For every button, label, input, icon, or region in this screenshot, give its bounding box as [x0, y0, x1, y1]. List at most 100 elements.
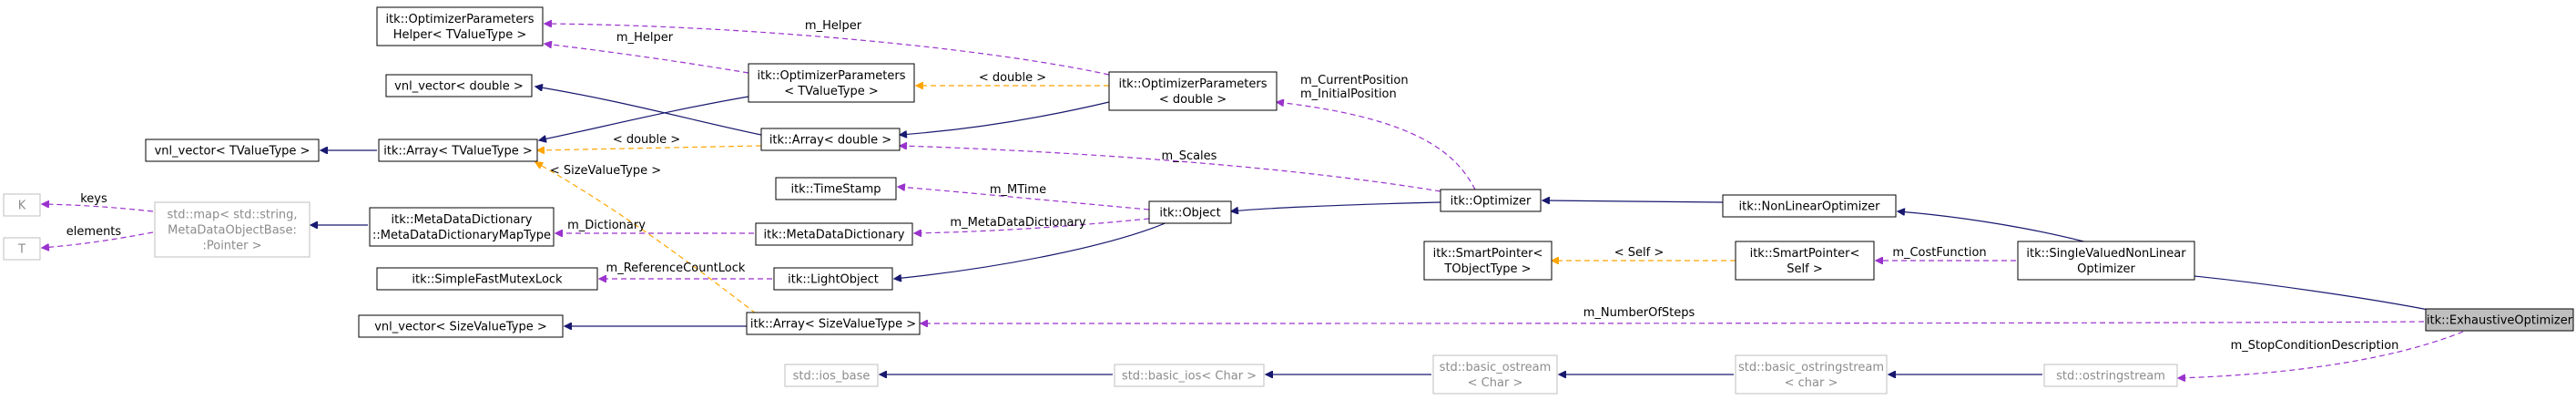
node-label-line: < double >: [1159, 93, 1227, 107]
edge-singlevalued-to-nonlinear: [1898, 211, 2095, 245]
node-label-line: itk::TimeStamp: [790, 183, 881, 197]
node-label-line: itk::Object: [1159, 207, 1220, 221]
node-label-line: Optimizer: [2077, 262, 2135, 276]
node-std-basic-ostream[interactable]: std::basic_ostream< Char >: [1432, 354, 1558, 395]
edge-object-to-lightobject: [894, 221, 1168, 279]
node-label-line: std::ostringstream: [2056, 370, 2165, 384]
node-smartpointer-tobjecttype[interactable]: itk::SmartPointer<TObjectType >: [1423, 241, 1553, 281]
node-label-line: < TValueType >: [784, 85, 879, 98]
edge-line: [898, 187, 1150, 210]
node-metadatadictionary[interactable]: itk::MetaDataDictionary: [755, 222, 913, 246]
node-label-line: Helper< TValueType >: [393, 28, 527, 42]
node-label-line: itk::OptimizerParameters: [385, 13, 534, 26]
edge-line: [900, 146, 1441, 192]
node-nonlinear-optimizer[interactable]: itk::NonLinearOptimizer: [1722, 194, 1897, 218]
node-vnl-vector-tvalue[interactable]: vnl_vector< TValueType >: [145, 138, 320, 162]
node-label-line: MetaDataObjectBase:: [168, 224, 297, 238]
node-label-line: vnl_vector< TValueType >: [155, 145, 311, 159]
node-label-line: std::ios_base: [793, 370, 871, 384]
edge-line: [545, 44, 749, 74]
edge-label: m_NumberOfSteps: [1583, 306, 1695, 320]
edge-line: [914, 218, 1150, 233]
node-timestamp[interactable]: itk::TimeStamp: [775, 177, 897, 200]
node-std-basic-ostringstream[interactable]: std::basic_ostringstream< char >: [1735, 354, 1888, 395]
node-label-line: std::basic_ostringstream: [1738, 361, 1884, 374]
node-array-sizevaluetype[interactable]: itk::Array< SizeValueType >: [746, 312, 921, 335]
edge-line: [42, 231, 154, 248]
node-label-line: itk::Optimizer: [1451, 195, 1532, 209]
node-exhaustive-optimizer[interactable]: itk::ExhaustiveOptimizer: [2425, 308, 2574, 332]
node-smartpointer-self[interactable]: itk::SmartPointer<Self >: [1735, 241, 1875, 281]
node-vnl-vector-double[interactable]: vnl_vector< double >: [385, 74, 533, 97]
edge-nonlinear-to-optimizer: [1543, 200, 1724, 202]
node-std-ios-base[interactable]: std::ios_base: [784, 364, 879, 387]
node-optimizer-parameters-tvalue[interactable]: itk::OptimizerParameters< TValueType >: [748, 63, 915, 103]
edge-object-to-mdd: m_MetaDataDictionary: [914, 216, 1150, 233]
node-std-basic-ios[interactable]: std::basic_ios< Char >: [1114, 364, 1265, 387]
node-lightobject[interactable]: itk::LightObject: [773, 267, 893, 291]
edge-mdd-to-mdd-maptype: m_Dictionary: [555, 219, 754, 233]
edge-optparams-t-to-optparams-d: < double >: [916, 71, 1109, 86]
node-label-line: itk::MetaDataDictionary: [764, 229, 905, 242]
edge-label: < double >: [979, 71, 1046, 85]
edge-optparams-t-to-array-tvalue: [539, 96, 749, 140]
node-label-line: :Pointer >: [202, 240, 261, 253]
node-T[interactable]: T: [3, 237, 41, 261]
node-label-line: itk::ExhaustiveOptimizer: [2427, 314, 2573, 328]
edge-array-double-to-array-tvalue-template: < double >: [537, 133, 762, 150]
node-metadatadictionary-maptype[interactable]: itk::MetaDataDictionary::MetaDataDiction…: [369, 207, 555, 247]
node-label-line: ::MetaDataDictionaryMapType: [372, 229, 551, 242]
edge-line: [545, 24, 1110, 76]
node-label-line: < Char >: [1468, 376, 1523, 390]
node-label-line: std::basic_ios< Char >: [1122, 370, 1257, 384]
node-array-double[interactable]: itk::Array< double >: [760, 128, 901, 151]
node-label-line: itk::Array< double >: [769, 134, 891, 148]
node-vnl-vector-sizevaluetype[interactable]: vnl_vector< SizeValueType >: [358, 314, 564, 338]
edge-object-to-timestamp: m_MTime: [898, 183, 1150, 210]
node-K[interactable]: K: [3, 193, 41, 217]
edge-line: [1898, 211, 2095, 245]
edge-singlevalued-to-smartptr-self: m_CostFunction: [1876, 246, 2016, 261]
node-std-map[interactable]: std::map< std::string,MetaDataObjectBase…: [154, 201, 311, 258]
edge-exhaustive-to-singlevalued: [2185, 275, 2452, 315]
edge-label: < double >: [613, 133, 680, 147]
edge-line: [1231, 201, 1441, 211]
node-label-line: TObjectType >: [1443, 262, 1531, 276]
node-label-line: itk::Array< SizeValueType >: [750, 318, 916, 332]
edge-array-double-to-vnl-double: [535, 87, 762, 136]
edge-line: [2185, 275, 2452, 315]
edge-stdmap-to-T: elements: [42, 225, 154, 248]
edge-line: [539, 96, 749, 140]
edge-stdmap-to-K: keys: [42, 192, 154, 212]
edge-optparams-to-helper: m_Helper: [545, 19, 1110, 76]
edge-optimizer-to-object: [1231, 201, 1441, 211]
edge-exhaustive-to-array-size: m_NumberOfSteps: [921, 306, 2425, 323]
node-optimizer-parameters-double[interactable]: itk::OptimizerParameters< double >: [1108, 71, 1278, 111]
edge-label: m_ReferenceCountLock: [606, 262, 746, 275]
node-label-line: itk::MetaDataDictionary: [392, 213, 533, 227]
edge-label: elements: [66, 225, 122, 239]
node-std-ostringstream[interactable]: std::ostringstream: [2043, 364, 2178, 387]
node-label-line: itk::SmartPointer<: [1433, 247, 1543, 261]
node-label-line: vnl_vector< SizeValueType >: [374, 321, 547, 334]
node-optimizer[interactable]: itk::Optimizer: [1440, 189, 1542, 212]
node-label-line: itk::SingleValuedNonLinear: [2026, 247, 2186, 261]
edge-label: keys: [80, 192, 107, 206]
node-simple-fast-mutex-lock[interactable]: itk::SimpleFastMutexLock: [376, 267, 598, 291]
node-label-line: < char >: [1785, 376, 1838, 390]
edge-line: [1543, 200, 1724, 202]
node-array-tvalue[interactable]: itk::Array< TValueType >: [378, 138, 538, 162]
node-label-line: itk::SmartPointer<: [1750, 247, 1860, 261]
node-label-line: itk::Array< TValueType >: [383, 145, 533, 159]
node-label-line: itk::LightObject: [788, 273, 879, 287]
node-object[interactable]: itk::Object: [1148, 200, 1232, 224]
edge-label: m_Helper: [616, 31, 674, 45]
edge-line: [1277, 102, 1476, 190]
edge-line: [2178, 331, 2464, 378]
edge-line: [535, 87, 762, 136]
